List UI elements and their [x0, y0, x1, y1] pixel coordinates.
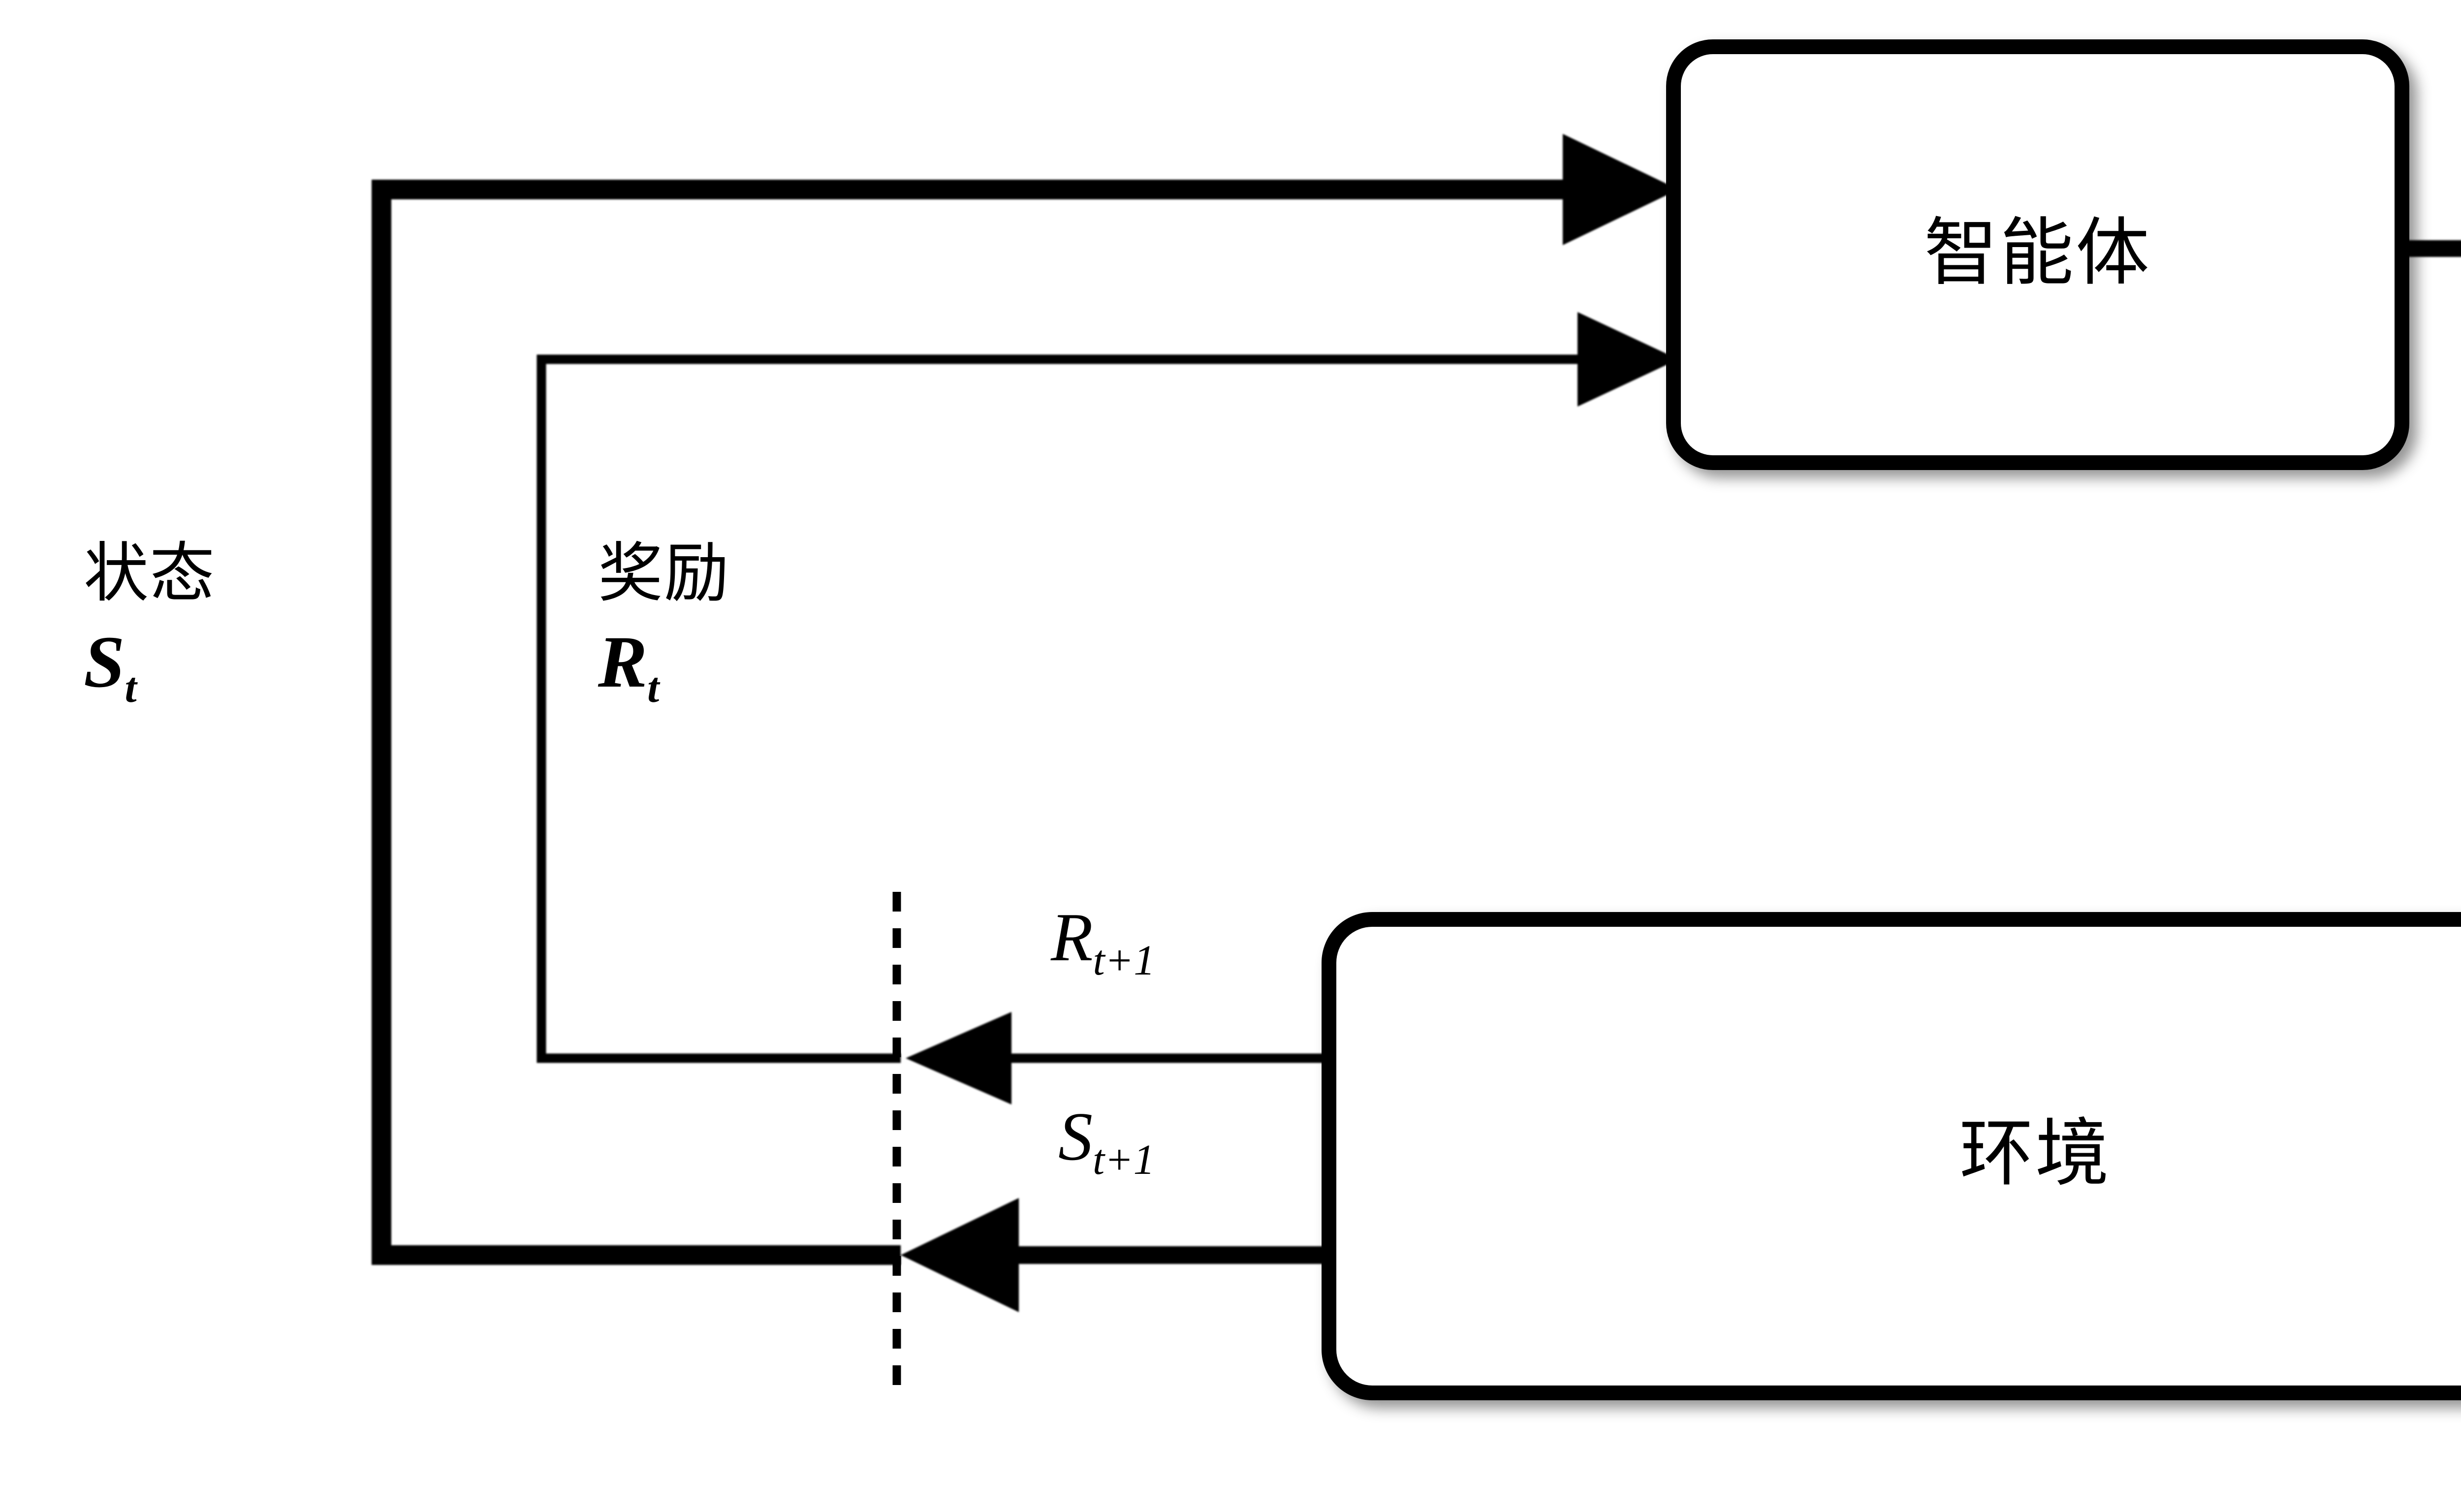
environment-box-shape [1322, 912, 2461, 1400]
edge-reward-feedback-arrowhead [1578, 312, 1678, 407]
state-symbol-base: S [84, 621, 125, 703]
state-next-label-group: St+1 [1058, 1102, 1155, 1181]
reward-symbol-subscript: t [647, 663, 660, 711]
agent-box-shape [1666, 39, 2409, 470]
reward-label-word: 奖励 [598, 537, 730, 610]
agent-node-label: 智能体 [1924, 213, 2151, 294]
edge-reward-out-arrowhead [906, 1012, 1011, 1104]
reward-next-symbol-base: R [1051, 899, 1093, 976]
reward-label-symbol: Rt [598, 625, 730, 709]
reward-next-label-group: Rt+1 [1051, 903, 1155, 982]
reward-symbol-base: R [598, 621, 648, 703]
state-next-symbol-subscript: t+1 [1093, 1136, 1155, 1183]
reward-label-group: 奖励 Rt [598, 541, 730, 709]
edge-state-feedback-line [372, 180, 1619, 1265]
state-symbol-subscript: t [125, 663, 137, 711]
state-label-word: 状态 [84, 537, 216, 610]
edge-state-feedback-arrowhead [1563, 134, 1678, 245]
state-label-symbol: St [84, 625, 216, 709]
state-next-symbol-base: S [1058, 1099, 1093, 1175]
figure-caption-cropped [113, 1468, 1885, 1512]
state-label-group: 状态 St [84, 541, 216, 709]
reward-next-symbol: Rt+1 [1051, 903, 1155, 982]
environment-node-label: 环境 [1959, 1113, 2111, 1195]
edge-reward-feedback-line [536, 354, 1619, 1063]
reward-next-symbol-subscript: t+1 [1093, 937, 1155, 984]
edge-state-out-arrowhead [901, 1198, 1019, 1312]
state-next-symbol: St+1 [1058, 1102, 1155, 1181]
